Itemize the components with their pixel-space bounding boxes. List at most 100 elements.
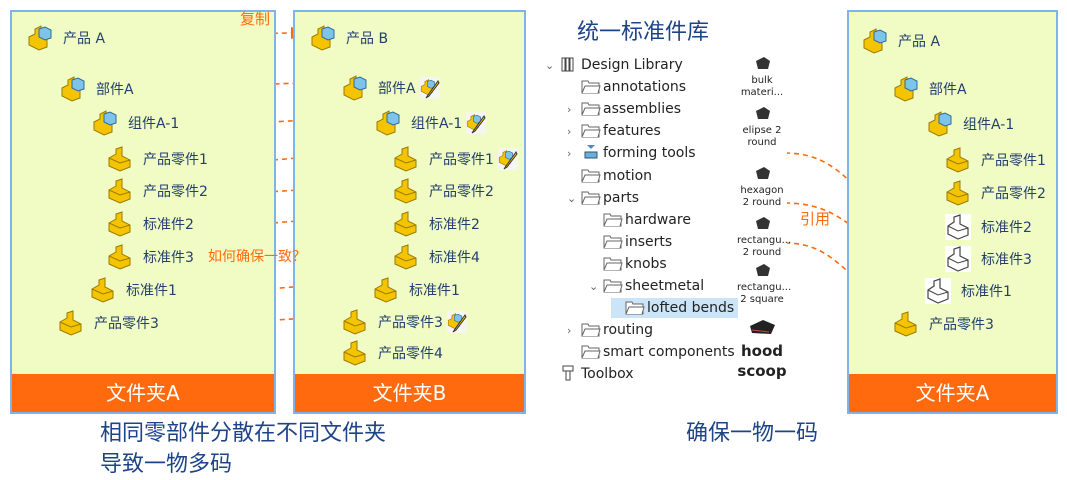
part-icon — [342, 309, 368, 335]
tree-node-label[interactable]: 产品零件3 — [94, 316, 159, 332]
chevron-right-icon[interactable]: › — [567, 147, 572, 161]
library-tree-item[interactable]: Toolbox — [545, 364, 634, 384]
tree-node-label[interactable]: 产品 A — [63, 31, 106, 47]
library-tree-item[interactable]: ›features — [567, 121, 661, 141]
chevron-right-icon[interactable]: › — [567, 324, 572, 338]
library-item-label: parts — [603, 189, 640, 206]
chevron-right-icon[interactable]: › — [567, 103, 572, 117]
edit-pencil-icon — [497, 148, 518, 170]
library-tree-item[interactable]: ›assemblies — [567, 99, 681, 119]
tree-node-label[interactable]: 标准件3 — [981, 252, 1032, 268]
library-item-label: inserts — [625, 233, 673, 250]
chevron-down-icon[interactable]: ⌄ — [545, 59, 555, 72]
part-thumbnail-icon — [737, 318, 787, 341]
tree-node-label[interactable]: 部件A — [378, 81, 416, 97]
library-tree-item[interactable]: smart components — [567, 342, 735, 362]
tree-node-label[interactable]: 标准件2 — [429, 217, 480, 233]
folder-icon — [581, 189, 603, 211]
tree-node-label[interactable]: 标准件1 — [409, 283, 460, 299]
part-thumbnail-icon — [737, 55, 787, 75]
part-icon — [58, 310, 84, 336]
folder-icon — [581, 167, 603, 189]
tree-node-label[interactable]: 产品零件3 — [929, 317, 994, 333]
part-icon — [393, 211, 419, 237]
assembly-icon — [310, 25, 336, 51]
tree-node-label[interactable]: 组件A-1 — [963, 117, 1015, 133]
library-tree-item[interactable]: lofted bends — [611, 298, 739, 319]
folder-icon — [581, 100, 603, 122]
tree-node-label[interactable]: 部件A — [96, 82, 134, 98]
tree-node-label[interactable]: 产品零件4 — [378, 346, 443, 362]
library-tree-item[interactable]: annotations — [567, 77, 686, 97]
tree-node-label[interactable]: 产品 A — [898, 34, 941, 50]
tree-node-label[interactable]: 标准件2 — [143, 217, 194, 233]
library-tree-item[interactable]: motion — [567, 166, 652, 186]
tree-node-label[interactable]: 标准件2 — [981, 220, 1032, 236]
tree-node-label[interactable]: 标准件4 — [429, 250, 480, 266]
library-thumbnail[interactable]: rectangu... 2 round — [737, 215, 791, 259]
library-tree-item[interactable]: ⌄sheetmetal — [589, 276, 704, 296]
edit-pencil-icon — [466, 112, 487, 134]
folder-icon — [581, 321, 603, 343]
tree-node-label[interactable]: 标准件3 — [143, 250, 194, 266]
left-caption: 相同零部件分散在不同文件夹 导致一物多码 — [100, 418, 386, 480]
library-part-icon — [925, 278, 951, 304]
thumbnail-label: hood scoop — [737, 342, 787, 380]
library-thumbnail[interactable]: hood scoop — [737, 318, 787, 381]
assembly-icon — [60, 76, 86, 102]
folder-icon — [603, 211, 625, 233]
tree-node-label[interactable]: 产品 B — [346, 31, 389, 47]
library-thumbnail[interactable]: hexagon 2 round — [737, 165, 787, 209]
folder-panel: 文件夹A — [10, 10, 276, 414]
assembly-icon — [927, 111, 953, 137]
library-thumbnail[interactable]: elipse 2 round — [737, 105, 787, 149]
part-thumbnail-icon — [737, 165, 787, 185]
assembly-icon — [862, 28, 888, 54]
chevron-down-icon[interactable]: ⌄ — [589, 280, 599, 293]
library-thumbnail[interactable]: bulk materi... — [737, 55, 787, 99]
library-tree-item[interactable]: knobs — [589, 254, 667, 274]
consistency-question: 如何确保一致？ — [208, 249, 306, 265]
library-item-label: hardware — [625, 211, 691, 228]
part-icon — [107, 211, 133, 237]
tree-node-label[interactable]: 产品零件1 — [429, 152, 494, 168]
design-library-panel — [537, 50, 787, 385]
edit-pencil-icon — [419, 77, 440, 99]
tree-node-label[interactable]: 产品零件2 — [981, 186, 1046, 202]
library-tree-item[interactable]: ›forming tools — [567, 143, 696, 163]
library-tree-item[interactable]: inserts — [589, 232, 672, 252]
part-icon — [945, 180, 971, 206]
tree-node-label[interactable]: 组件A-1 — [128, 116, 180, 132]
tree-node-label[interactable]: 产品零件1 — [981, 153, 1046, 169]
library-tree-item[interactable]: ⌄Design Library — [545, 55, 683, 75]
assembly-icon — [27, 25, 53, 51]
thumbnail-label: elipse 2 round — [742, 125, 782, 148]
tree-node-label[interactable]: 部件A — [929, 82, 967, 98]
chevron-right-icon[interactable]: › — [567, 125, 572, 139]
library-tree-item[interactable]: hardware — [589, 210, 691, 230]
library-thumbnail[interactable]: rectangu... 2 square — [737, 262, 791, 306]
library-item-label: knobs — [625, 255, 667, 272]
library-icon — [559, 56, 581, 78]
tree-node-label[interactable]: 产品零件3 — [378, 315, 443, 331]
tree-node-label[interactable]: 标准件1 — [126, 283, 177, 299]
part-icon — [893, 311, 919, 337]
folder-icon — [603, 233, 625, 255]
library-title: 统一标准件库 — [577, 20, 710, 45]
tree-node-label[interactable]: 产品零件2 — [143, 184, 208, 200]
tree-node-label[interactable]: 产品零件1 — [143, 152, 208, 168]
tree-node-label[interactable]: 产品零件2 — [429, 184, 494, 200]
forming-tools-icon — [581, 144, 603, 166]
edit-pencil-icon — [446, 311, 467, 333]
assembly-icon — [893, 76, 919, 102]
part-thumbnail-icon — [737, 105, 787, 125]
chevron-down-icon[interactable]: ⌄ — [567, 191, 577, 205]
library-part-icon — [945, 246, 971, 272]
tree-node-label[interactable]: 标准件1 — [961, 284, 1012, 300]
library-tree-item[interactable]: ⌄ parts — [567, 188, 639, 208]
folder-icon — [603, 277, 625, 299]
library-tree-item[interactable]: › routing — [567, 320, 653, 340]
library-item-label: routing — [603, 322, 654, 339]
tree-node-label[interactable]: 组件A-1 — [411, 116, 463, 132]
library-item-label: Toolbox — [581, 366, 634, 383]
